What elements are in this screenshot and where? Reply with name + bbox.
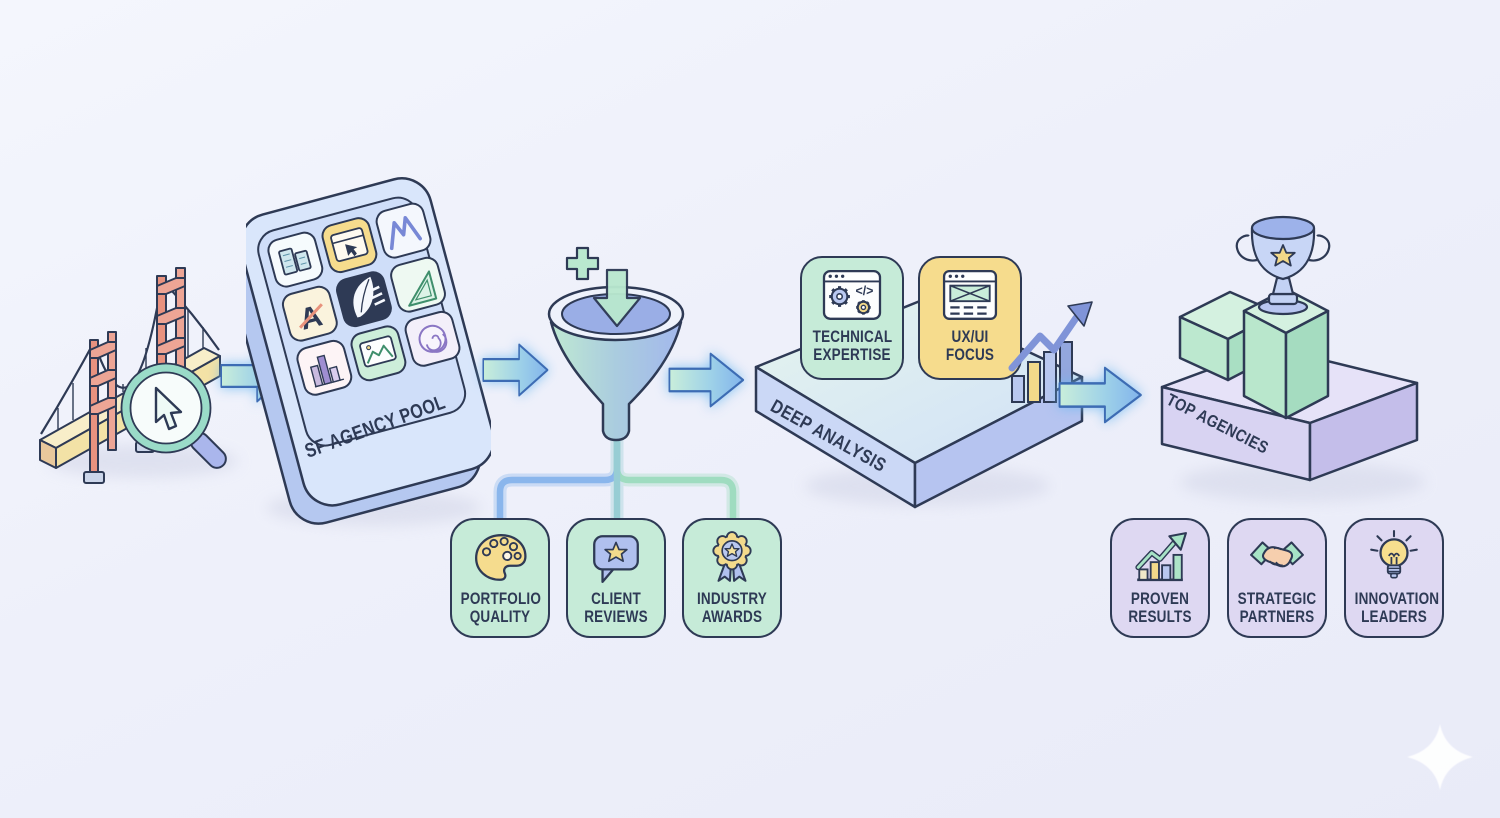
four-point-sparkle-icon [1407, 724, 1473, 790]
letter-a-icon: A [296, 299, 325, 336]
top-agencies-podium [1160, 215, 1419, 482]
analysis-card-label: UX/UI FOCUS [945, 328, 995, 365]
chat-bubble-star-icon [593, 535, 639, 583]
set-square-triangle-icon [408, 270, 438, 307]
criteria-card-industry-awards: INDUSTRY AWARDS [682, 518, 782, 638]
criteria-card-portfolio-quality: PORTFOLIO QUALITY [450, 518, 550, 638]
browser-wireframe-icon [942, 269, 998, 320]
criteria-label: PORTFOLIO QUALITY [460, 590, 542, 627]
outcome-label: STRATEGIC PARTNERS [1237, 590, 1317, 627]
plus-icon [565, 246, 600, 281]
criteria-label: CLIENT REVIEWS [584, 590, 648, 627]
spiral-badge-icon [418, 324, 448, 353]
criteria-label: INDUSTRY AWARDS [697, 590, 767, 627]
browser-cursor-icon [330, 227, 369, 263]
outcome-label: PROVEN RESULTS [1128, 590, 1192, 627]
handshake-icon [1250, 541, 1304, 568]
flow-arrow-icon [1058, 366, 1142, 424]
outcome-label: INNOVATION LEADERS [1354, 590, 1440, 627]
outcome-card-strategic-partners: STRATEGIC PARTNERS [1227, 518, 1327, 638]
paint-palette-icon [475, 534, 527, 581]
analysis-card-uxui: UX/UI FOCUS [918, 256, 1022, 380]
flow-arrow-icon [668, 352, 745, 408]
lightbulb-icon [1370, 530, 1418, 579]
browser-gears-code-icon: </> [822, 269, 882, 320]
analysis-card-label: TECHNICAL EXPERTISE [812, 328, 893, 365]
funnel-icon [547, 246, 685, 442]
building-icon [278, 247, 312, 276]
leaf-pages-logo-icon [353, 276, 386, 318]
down-arrow-icon [592, 268, 642, 328]
analysis-card-technical: </> TECHNICAL EXPERTISE [800, 256, 904, 380]
mountain-m-logo-icon [389, 215, 422, 251]
criteria-card-client-reviews: CLIENT REVIEWS [566, 518, 666, 638]
outcome-card-innovation-leaders: INNOVATION LEADERS [1344, 518, 1444, 638]
criteria-connector-lines [493, 430, 740, 522]
outcome-card-proven-results: PROVEN RESULTS [1110, 518, 1210, 638]
flow-arrow-icon [482, 343, 549, 397]
award-rosette-icon [712, 531, 752, 582]
photo-frame-icon [359, 335, 397, 368]
svg-text:</>: </> [855, 284, 873, 298]
agency-pool-panel: A [246, 177, 491, 525]
magnifier-cursor-icon [120, 362, 227, 469]
bar-chart-building-icon [309, 354, 345, 388]
growth-chart-icon [1135, 532, 1187, 582]
trophy-star-icon [1235, 215, 1331, 316]
